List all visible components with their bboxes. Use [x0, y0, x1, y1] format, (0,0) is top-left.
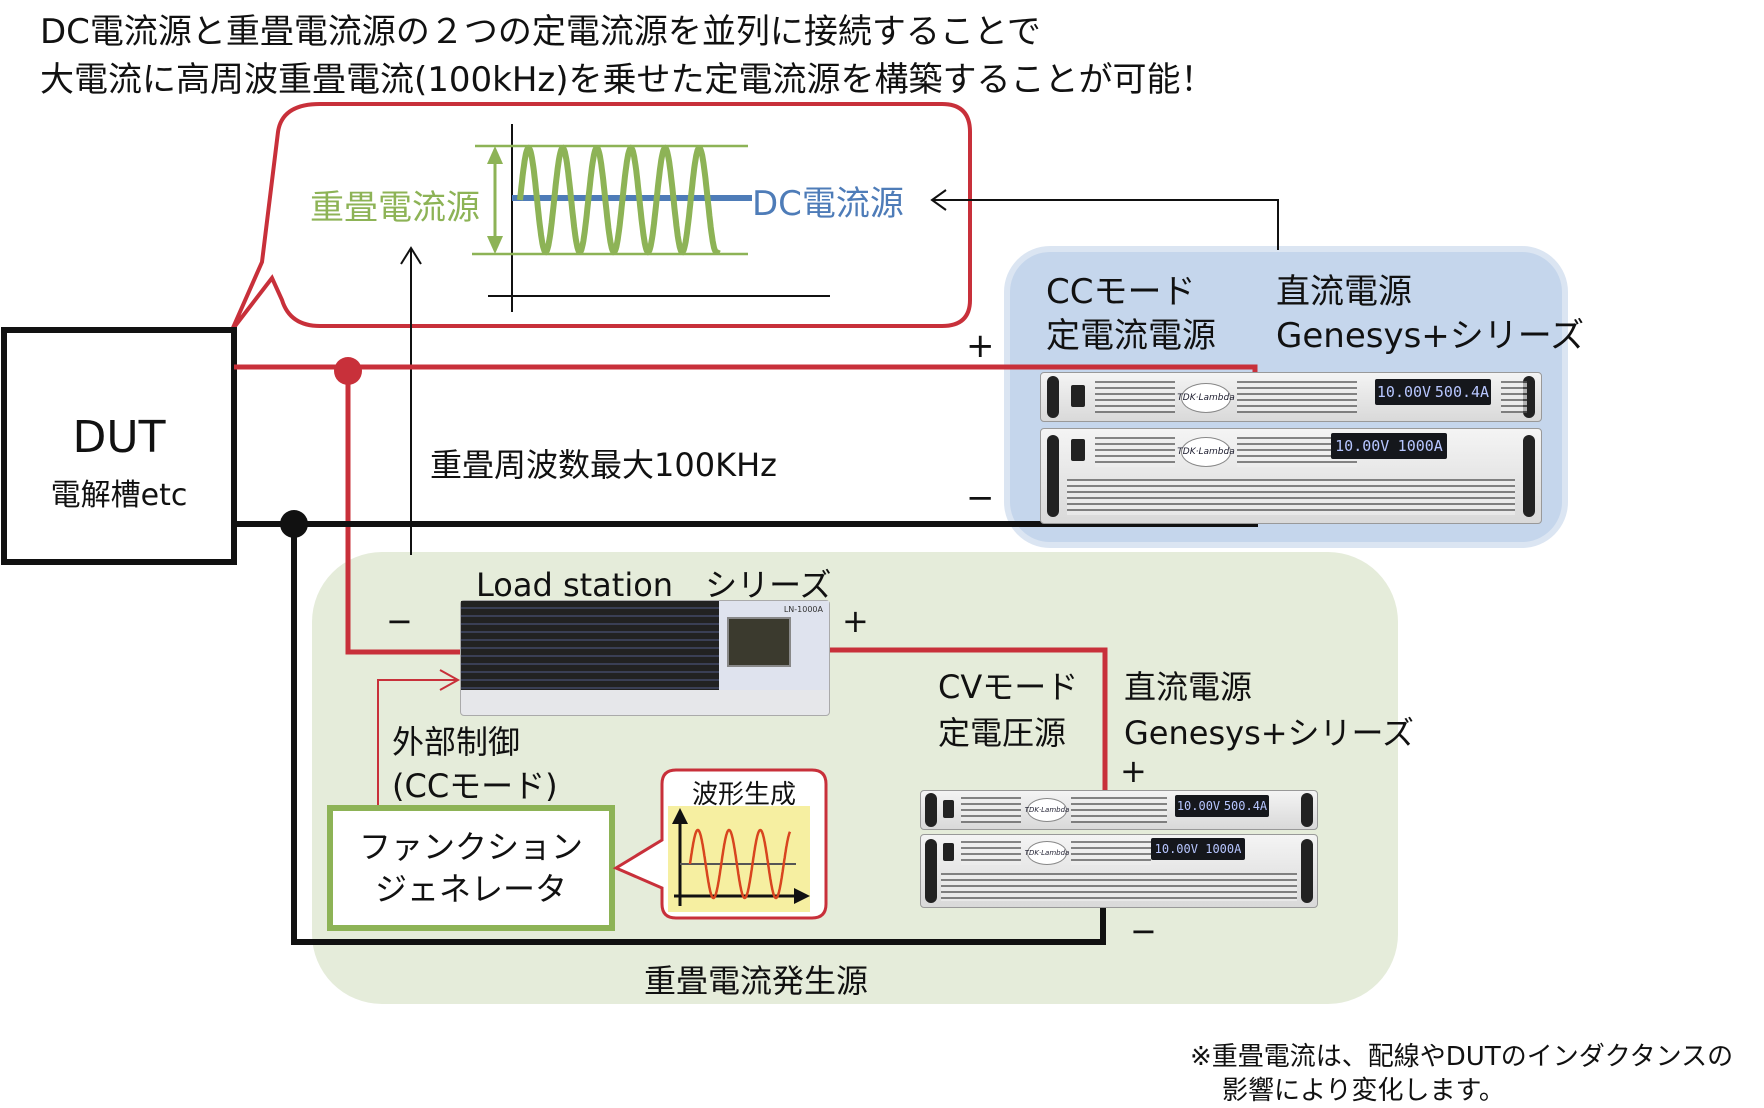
cv-mode-line-1: CVモード: [938, 668, 1079, 706]
cv-mode-line-2: 定電圧源: [938, 714, 1067, 752]
function-generator-label: ファンクション ジェネレータ: [330, 826, 612, 910]
cv-brand-logo-bottom: TDK·Lambda: [1025, 841, 1069, 865]
cv-brand-logo-top: TDK·Lambda: [1025, 798, 1069, 822]
cc-mode-label: CCモード 定電流電源: [1046, 270, 1216, 358]
positive-wire-load: [345, 371, 466, 655]
superimposed-source-label: 重畳電流源: [310, 188, 480, 228]
cv-product-label: 直流電源 Genesys+シリーズ: [1124, 664, 1414, 756]
function-generator-box: [327, 805, 615, 931]
load-plus-sign: +: [842, 602, 869, 640]
cv-top-current: 500.4A: [1223, 799, 1268, 813]
load-station-device: LN-1000A: [460, 600, 830, 716]
load-station-label: Load station シリーズ: [476, 566, 832, 604]
negative-wire-cv: [291, 524, 1106, 945]
superimpose-pointer-head: [400, 246, 422, 265]
waveform-y-arrow: [672, 808, 688, 824]
cc-bottom-voltage: 10.00V: [1335, 437, 1390, 455]
load-model-label: LN-1000A: [783, 605, 823, 614]
function-generator-line-1: ファンクション: [358, 828, 583, 866]
load-to-cv-wire: [828, 647, 1108, 790]
cc-minus-sign: −: [966, 478, 995, 518]
cc-product-line-2: Genesys+シリーズ: [1276, 316, 1585, 356]
cc-display-top: 10.00V 500.4A: [1375, 379, 1491, 405]
cc-top-current: 500.4A: [1434, 383, 1490, 401]
cv-display-bottom: 10.00V 1000A: [1151, 838, 1245, 860]
external-control-arrow-head: [439, 669, 461, 691]
cv-psu-unit-top: TDK·Lambda 10.00V 500.4A: [920, 790, 1318, 830]
dut-title: DUT: [72, 412, 166, 463]
dut-box: [1, 327, 237, 565]
frequency-label: 重畳周波数最大100KHz: [430, 446, 777, 484]
waveform-x-arrow: [794, 888, 810, 904]
cv-top-voltage: 10.00V: [1176, 799, 1221, 813]
cv-plus-sign: +: [1120, 752, 1147, 790]
cv-display-top: 10.00V 500.4A: [1175, 795, 1269, 817]
cc-plus-sign: +: [966, 326, 995, 366]
cc-mode-line-2: 定電流電源: [1046, 316, 1216, 356]
dc-source-pointer-head: [930, 189, 947, 211]
cc-bottom-current: 1000A: [1397, 437, 1443, 455]
footnote-line-2: 影響により変化します。: [1222, 1076, 1505, 1106]
cc-display-bottom: 10.00V 1000A: [1331, 433, 1447, 459]
cc-top-voltage: 10.00V: [1376, 383, 1432, 401]
cv-minus-sign: −: [1130, 912, 1157, 950]
cc-psu-unit-bottom: TDK·Lambda 10.00V 1000A: [1040, 428, 1542, 524]
dut-subtitle: 電解槽etc: [50, 478, 188, 513]
title-line-1: DC電流源と重畳電流源の２つの定電流源を並列に接続することで: [40, 12, 1041, 52]
cv-mode-label: CVモード 定電圧源: [938, 664, 1078, 756]
external-control-line-1: 外部制御: [392, 723, 521, 761]
footnote-line-1: ※重畳電流は、配線やDUTのインダクタンスの: [1190, 1042, 1734, 1072]
cv-product-line-1: 直流電源: [1124, 668, 1253, 706]
external-control-label: 外部制御 (CCモード): [392, 720, 558, 808]
cc-brand-logo-bottom: TDK·Lambda: [1177, 437, 1235, 467]
function-generator-line-2: ジェネレータ: [374, 870, 567, 908]
callout-bubble: [230, 102, 972, 332]
footnote: ※重畳電流は、配線やDUTのインダクタンスの 影響により変化します。: [1190, 1040, 1733, 1108]
dc-source-label: DC電流源: [752, 184, 904, 224]
cv-bottom-current: 1000A: [1205, 842, 1242, 856]
title-line-2: 大電流に高周波重畳電流(100kHz)を乗せた定電流源を構築することが可能！: [40, 60, 1215, 100]
cc-product-label: 直流電源 Genesys+シリーズ: [1276, 270, 1584, 358]
amplitude-arrow-head-bottom: [487, 236, 503, 254]
cc-product-line-1: 直流電源: [1276, 272, 1412, 312]
external-control-line-2: (CCモード): [392, 767, 558, 805]
dc-source-pointer: [932, 199, 1279, 250]
cv-bottom-voltage: 10.00V: [1154, 842, 1198, 856]
superimpose-group-label: 重畳電流発生源: [644, 962, 869, 1000]
external-control-wire: [377, 679, 458, 806]
amplitude-arrow-head-top: [487, 146, 503, 164]
cv-product-line-2: Genesys+シリーズ: [1124, 714, 1414, 752]
cc-psu-unit-top: TDK·Lambda 10.00V 500.4A: [1040, 372, 1542, 422]
load-minus-sign: −: [386, 602, 413, 640]
waveform-sine: [688, 828, 792, 900]
cc-mode-line-1: CCモード: [1046, 272, 1196, 312]
cc-brand-logo-top: TDK·Lambda: [1177, 383, 1235, 413]
superimposed-sine-wave: [517, 144, 721, 256]
waveform-generation-label: 波形生成: [691, 780, 796, 810]
cv-psu-unit-bottom: TDK·Lambda 10.00V 1000A: [920, 834, 1318, 908]
